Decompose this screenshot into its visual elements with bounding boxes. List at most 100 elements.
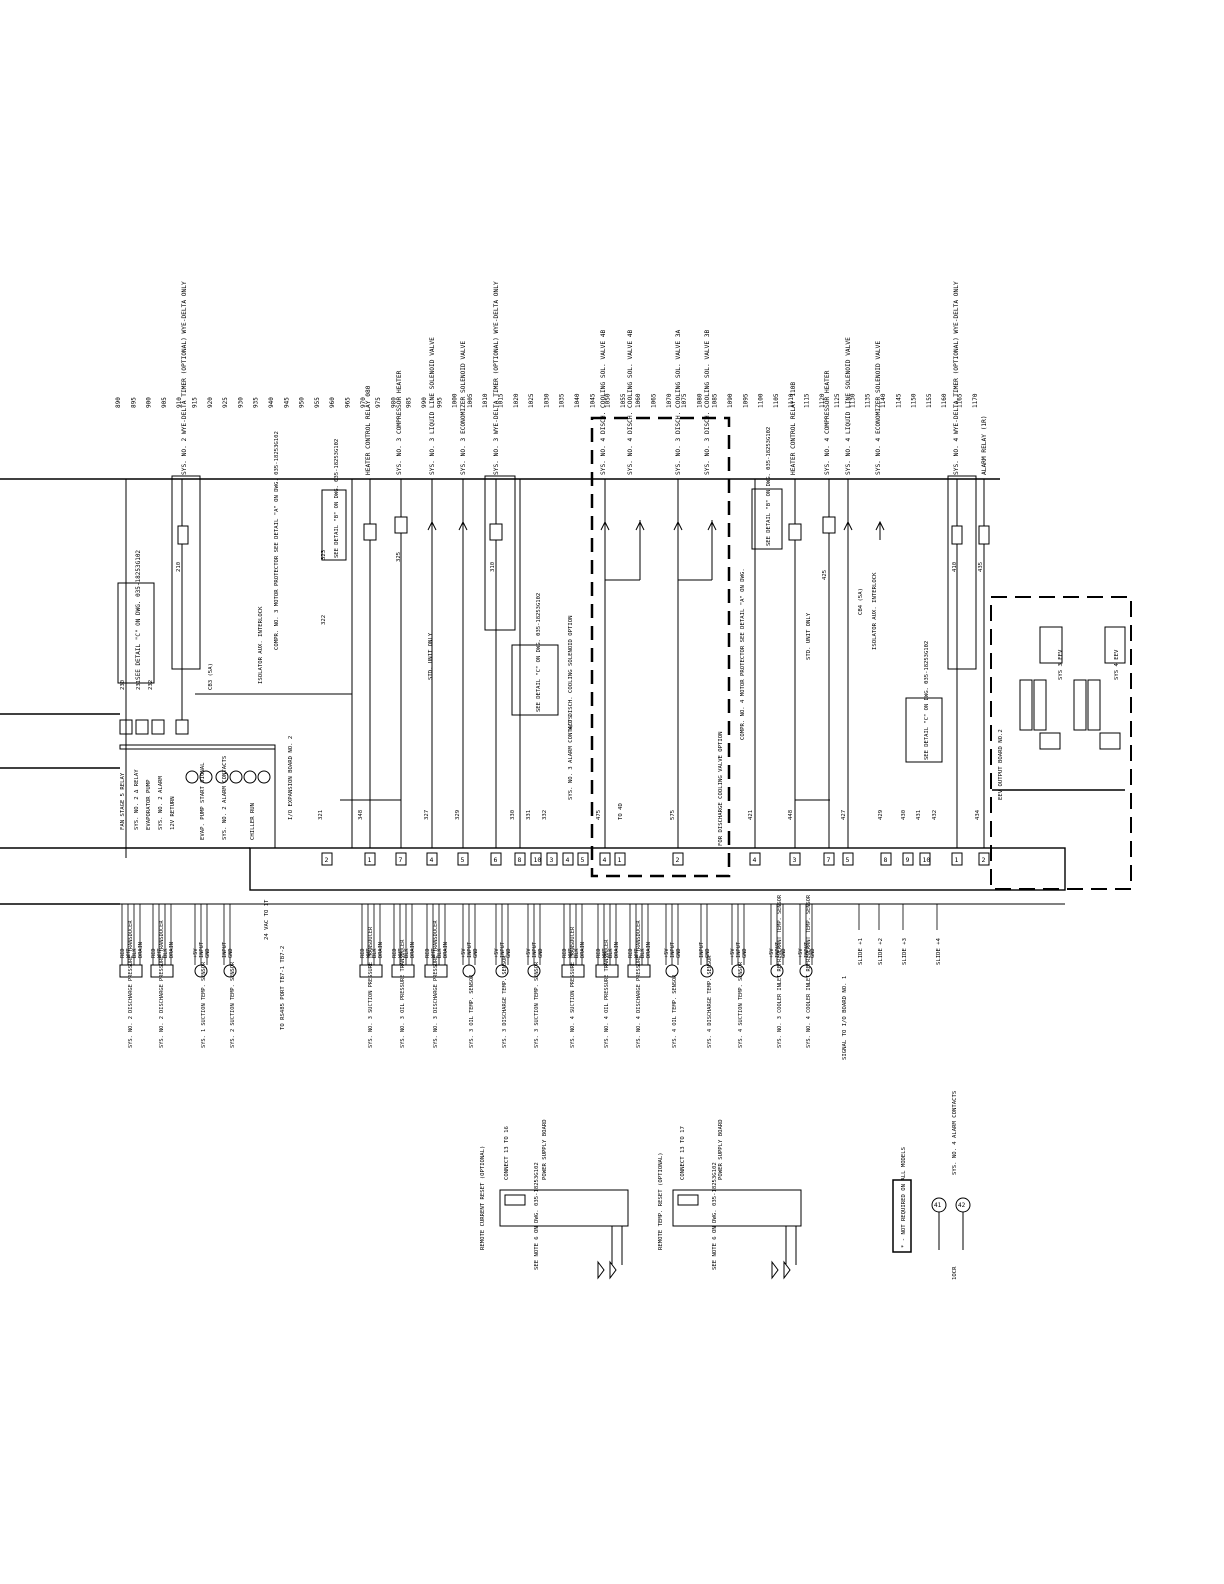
pin-label: +5V xyxy=(526,948,532,958)
transducer-symbol xyxy=(119,964,143,978)
j-box-number: 2 xyxy=(676,856,680,864)
j-box xyxy=(577,852,589,866)
header-sys3-disch-cool-b: SYS. NO. 3 DISCH. COOLING SOL. VALVE 3B xyxy=(704,329,711,475)
wire-number: 575 xyxy=(670,810,676,820)
wire-number: 425 xyxy=(822,570,828,580)
ruler-number: 1090 xyxy=(727,393,734,408)
pin-label: BLK xyxy=(163,948,169,958)
sensor-label: SYS. NO. 2 DISCHARGE PRESSURE TRANSDUCER xyxy=(128,920,134,1048)
detail-box-c1: SEE DETAIL "C" ON DWG. 035-18253G102 xyxy=(117,550,155,684)
j-box-number: 5 xyxy=(846,856,850,864)
remote-temp-module: REMOTE TEMP. RESET (OPTIONAL) SEE NOTE 6… xyxy=(658,1119,802,1280)
sensor-label: SYS. NO. 4 SUCTION PRESSURE TRANSDUCER xyxy=(570,926,576,1048)
w42: 42 xyxy=(958,1202,966,1209)
pin-label: GND xyxy=(676,948,682,958)
pin-label: INPUT xyxy=(775,941,781,958)
temp-sensor-symbol xyxy=(495,964,509,978)
pin-label: GND xyxy=(538,948,544,958)
eev-transformers xyxy=(1019,626,1126,750)
ruler-number: 1135 xyxy=(865,393,872,408)
pin-label: DRAIN xyxy=(410,942,416,958)
module2-psb: POWER SUPPLY BOARD xyxy=(718,1119,724,1180)
header-sys4-economizer: SYS. NO. 4 ECONOMIZER SOLENOID VALVE xyxy=(875,341,882,475)
header-sys2-wye-delta: SYS. NO. 2 WYE-DELTA TIMER (OPTIONAL) WY… xyxy=(181,281,188,475)
wire-number: 421 xyxy=(748,810,754,820)
ruler-number: 915 xyxy=(192,397,199,408)
pin-label: BLK xyxy=(132,948,138,958)
j-box-number: 6 xyxy=(494,856,498,864)
pin-label: GND xyxy=(810,948,816,958)
ruler-number: 945 xyxy=(283,397,290,408)
fan-stage-label: FAN STAGE 5 RELAY xyxy=(120,772,126,830)
pin-label: BLK xyxy=(608,948,614,958)
pin-label: INPUT xyxy=(222,941,228,958)
sensor-label: SYS. NO. 4 COOLER INLET REFRIGERANT TEMP… xyxy=(806,894,812,1048)
j-box-number: 3 xyxy=(550,856,554,864)
pin-label: GND xyxy=(506,948,512,958)
ruler-number: 985 xyxy=(406,397,413,408)
legend-note: * - NOT REQUIRED ON ALL MODELS xyxy=(901,1147,907,1248)
wire-number: 434 xyxy=(975,809,981,820)
j-box xyxy=(880,852,892,866)
pin-label: RED xyxy=(425,948,431,958)
sys4-eev-label: SYS 4 EEV xyxy=(1114,649,1120,680)
header-sys3-economizer: SYS. NO. 3 ECONOMIZER SOLENOID VALVE xyxy=(460,341,467,475)
ruler-number: 905 xyxy=(161,397,168,408)
wire-number: 427 xyxy=(841,810,847,820)
ruler-number: 1165 xyxy=(957,393,964,408)
ruler-number: 1015 xyxy=(498,393,505,408)
ruler-number: 1125 xyxy=(834,393,841,408)
ruler-number: 970 xyxy=(360,397,367,408)
branch-rungs xyxy=(125,479,985,848)
dashed-boxes xyxy=(171,416,1132,890)
ruler-number: 895 xyxy=(130,397,137,408)
header-sys4-liquid-line: SYS. NO. 4 LIQUID LINE SOLENOID VALVE xyxy=(845,337,852,475)
pin-label: INPUT xyxy=(500,941,506,958)
wire-number: 448 xyxy=(788,809,794,820)
ruler-number: 1120 xyxy=(819,393,826,408)
cb3-label: CB3 (5A) xyxy=(208,663,214,690)
j-box xyxy=(902,852,914,866)
j-box-number: 1 xyxy=(955,856,959,864)
transducer-symbol xyxy=(595,964,619,978)
pin-label: WHT xyxy=(568,948,574,958)
j-box xyxy=(562,852,574,866)
pin-label: DRAIN xyxy=(580,942,586,958)
header-heater-relay-080: HEATER CONTROL RELAY 080 xyxy=(365,385,372,475)
temp-sensor-symbol xyxy=(700,964,714,978)
ruler-number: 900 xyxy=(146,397,153,408)
ruler-number: 1060 xyxy=(635,393,642,408)
pin-label: WHT xyxy=(634,948,640,958)
ruler-number: 1000 xyxy=(452,393,459,408)
temp-sensor-symbol xyxy=(527,964,541,978)
signal-to-label: SIGNAL TO I/O BOARD NO. 1 xyxy=(842,976,848,1060)
ruler-number: 1155 xyxy=(926,393,933,408)
pin-label: RED xyxy=(360,948,366,958)
ruler-number: 1170 xyxy=(972,393,979,408)
wire-number: 332 xyxy=(542,810,548,820)
pin-label: RED xyxy=(392,948,398,958)
solenoid-symbols xyxy=(427,520,885,540)
std-unit-label-1: STD. UNIT ONLY xyxy=(428,632,434,680)
pin-label: RED xyxy=(628,948,634,958)
pin-label: DRAIN xyxy=(169,942,175,958)
j-box-number: 5 xyxy=(581,856,585,864)
ruler-number: 930 xyxy=(237,397,244,408)
ruler-number: 950 xyxy=(299,397,306,408)
to-4d-label: TO 4D xyxy=(618,803,624,820)
j-box xyxy=(789,852,801,866)
ruler-number: 1160 xyxy=(941,393,948,408)
j-box-number: 2 xyxy=(325,856,329,864)
detail-box-c1-text: SEE DETAIL "C" ON DWG. 035-18253G102 xyxy=(135,550,142,680)
j-box xyxy=(951,852,963,866)
ruler-number: 1045 xyxy=(589,393,596,408)
detail-box-c2: SEE DETAIL "C" ON DWG. 035-18253G102 xyxy=(511,593,559,716)
j-box xyxy=(321,852,333,866)
header-alarm-relay: ALARM RELAY (1R) xyxy=(981,415,988,475)
pin-label: INPUT xyxy=(467,941,473,958)
header-heater-relay-110b: HEATER CONTROL RELAY 110B xyxy=(790,382,797,475)
alarm-contacts-2-label: SYS. NO. 2 ALARM CONTACTS xyxy=(222,756,228,840)
sensor-label: SYS. NO. 4 DISCHARGE PRESSURE TRANSDUCER xyxy=(636,920,642,1048)
